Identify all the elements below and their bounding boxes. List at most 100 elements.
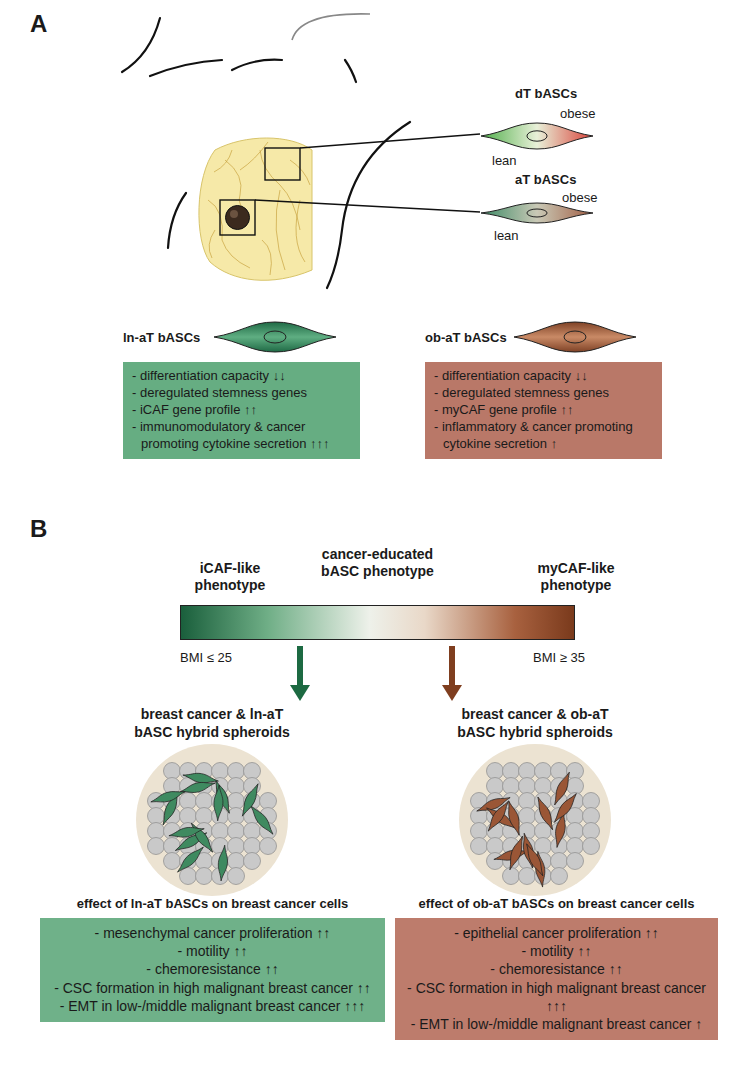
cancer-cell [551,853,568,870]
cell-body [214,322,336,352]
tissue-veins [208,142,310,275]
cancer-cell [519,823,536,840]
basc-cell [213,785,223,821]
cancer-cell [260,838,277,855]
flow-arrow [290,646,310,701]
cancer-cell [196,793,213,810]
region-square [265,148,300,180]
spheroid-heading: breast cancer & ob-aT bASC hybrid sphero… [445,706,625,741]
feature-box: effect of ln-aT bASCs on breast cancer c… [40,918,385,1022]
feature-box: ln-aT bASCs- differentiation capacity ↓↓… [123,362,360,459]
cancer-cell [567,763,584,780]
cancer-cell [164,838,181,855]
cancer-cell [196,868,213,885]
cancer-cell [244,823,261,840]
list-item: - EMT in low-/middle malignant breast ca… [404,1015,709,1033]
cancer-cell [567,853,584,870]
cancer-cell [519,778,536,795]
basc-cell [150,787,187,806]
list-item: - chemoresistance ↑↑ [49,960,376,978]
cancer-cell [519,808,536,825]
cell-symbol [514,322,636,352]
body-outline [122,18,410,288]
text-label: myCAF-like phenotype [521,560,631,594]
cancer-cell [148,823,165,840]
basc-cell [247,803,276,837]
cancer-cell [519,793,536,810]
vein [209,230,215,258]
list-item: - immunomodulatory & cancer promoting cy… [132,419,351,453]
cancer-cell [228,763,245,780]
list-item: - CSC formation in high malignant breast… [49,979,376,997]
list-item: - differentiation capacity ↓↓ [132,368,351,385]
text-label: BMI ≤ 25 [180,650,232,666]
cancer-cell [567,823,584,840]
arrow-shaft [297,646,303,685]
cancer-cell [503,778,520,795]
box-heading: ln-aT bASCs [123,330,200,346]
cancer-cell [260,793,277,810]
cancer-cell [487,838,504,855]
arrow-head [442,685,462,701]
cell-nucleus [264,331,286,343]
body-outline [292,14,370,40]
cancer-cell [583,793,600,810]
text-label: obese [562,190,597,206]
box-heading: effect of ln-aT bASCs on breast cancer c… [77,896,349,912]
text-label: dT bASCs [515,86,577,102]
cancer-cell [212,763,229,780]
cancer-cell [180,793,197,810]
cancer-cell [503,763,520,780]
spheroid-halo [459,744,611,896]
list-item: - inflammatory & cancer promoting cytoki… [434,419,653,453]
cancer-cell [244,763,261,780]
cancer-cell [519,763,536,780]
cell-nucleus [527,209,547,217]
list-item: - differentiation capacity ↓↓ [434,368,653,385]
list-item: - motility ↑↑ [49,942,376,960]
cancer-cell [148,838,165,855]
vein [296,200,305,262]
vein [262,240,271,275]
text-label: lean [492,153,517,169]
cell-symbol [481,203,593,223]
cancer-cell [471,838,488,855]
basc-cell [188,821,217,855]
text-label: obese [560,106,595,122]
cancer-cell [228,838,245,855]
vein [214,150,232,172]
panel-letter: B [30,515,47,544]
cancer-cell [196,808,213,825]
list-item: - iCAF gene profile ↑↑ [132,402,351,419]
cancer-cell [228,808,245,825]
cancer-cell [228,778,245,795]
cancer-cell [551,763,568,780]
basc-cell [551,791,580,825]
cancer-cell [535,763,552,780]
cancer-cell [228,853,245,870]
list-item: - deregulated stemness genes [434,385,653,402]
list-item: - epithelial cancer proliferation ↑↑ [404,924,709,942]
basc-cell [534,795,557,832]
basc-cell [484,799,512,834]
list-item: - myCAF gene profile ↑↑ [434,402,653,419]
cancer-cell [212,823,229,840]
cell-body [481,203,593,223]
basc-cell [168,824,205,840]
cancer-cell [244,838,261,855]
cancer-cell [228,823,245,840]
tumor [230,210,238,218]
cancer-cell [583,808,600,825]
list-item: - mesenchymal cancer proliferation ↑↑ [49,924,376,942]
basc-cell [238,782,262,818]
spheroid [136,744,288,896]
vein [208,200,250,268]
box-heading: effect of ob-aT bASCs on breast cancer c… [419,896,695,912]
spheroid [459,744,611,896]
region-square [220,200,255,235]
cancer-cell [148,808,165,825]
cancer-cell [567,778,584,795]
cancer-cell [535,778,552,795]
spheroid-halo [136,744,288,896]
cell-body [514,322,636,352]
